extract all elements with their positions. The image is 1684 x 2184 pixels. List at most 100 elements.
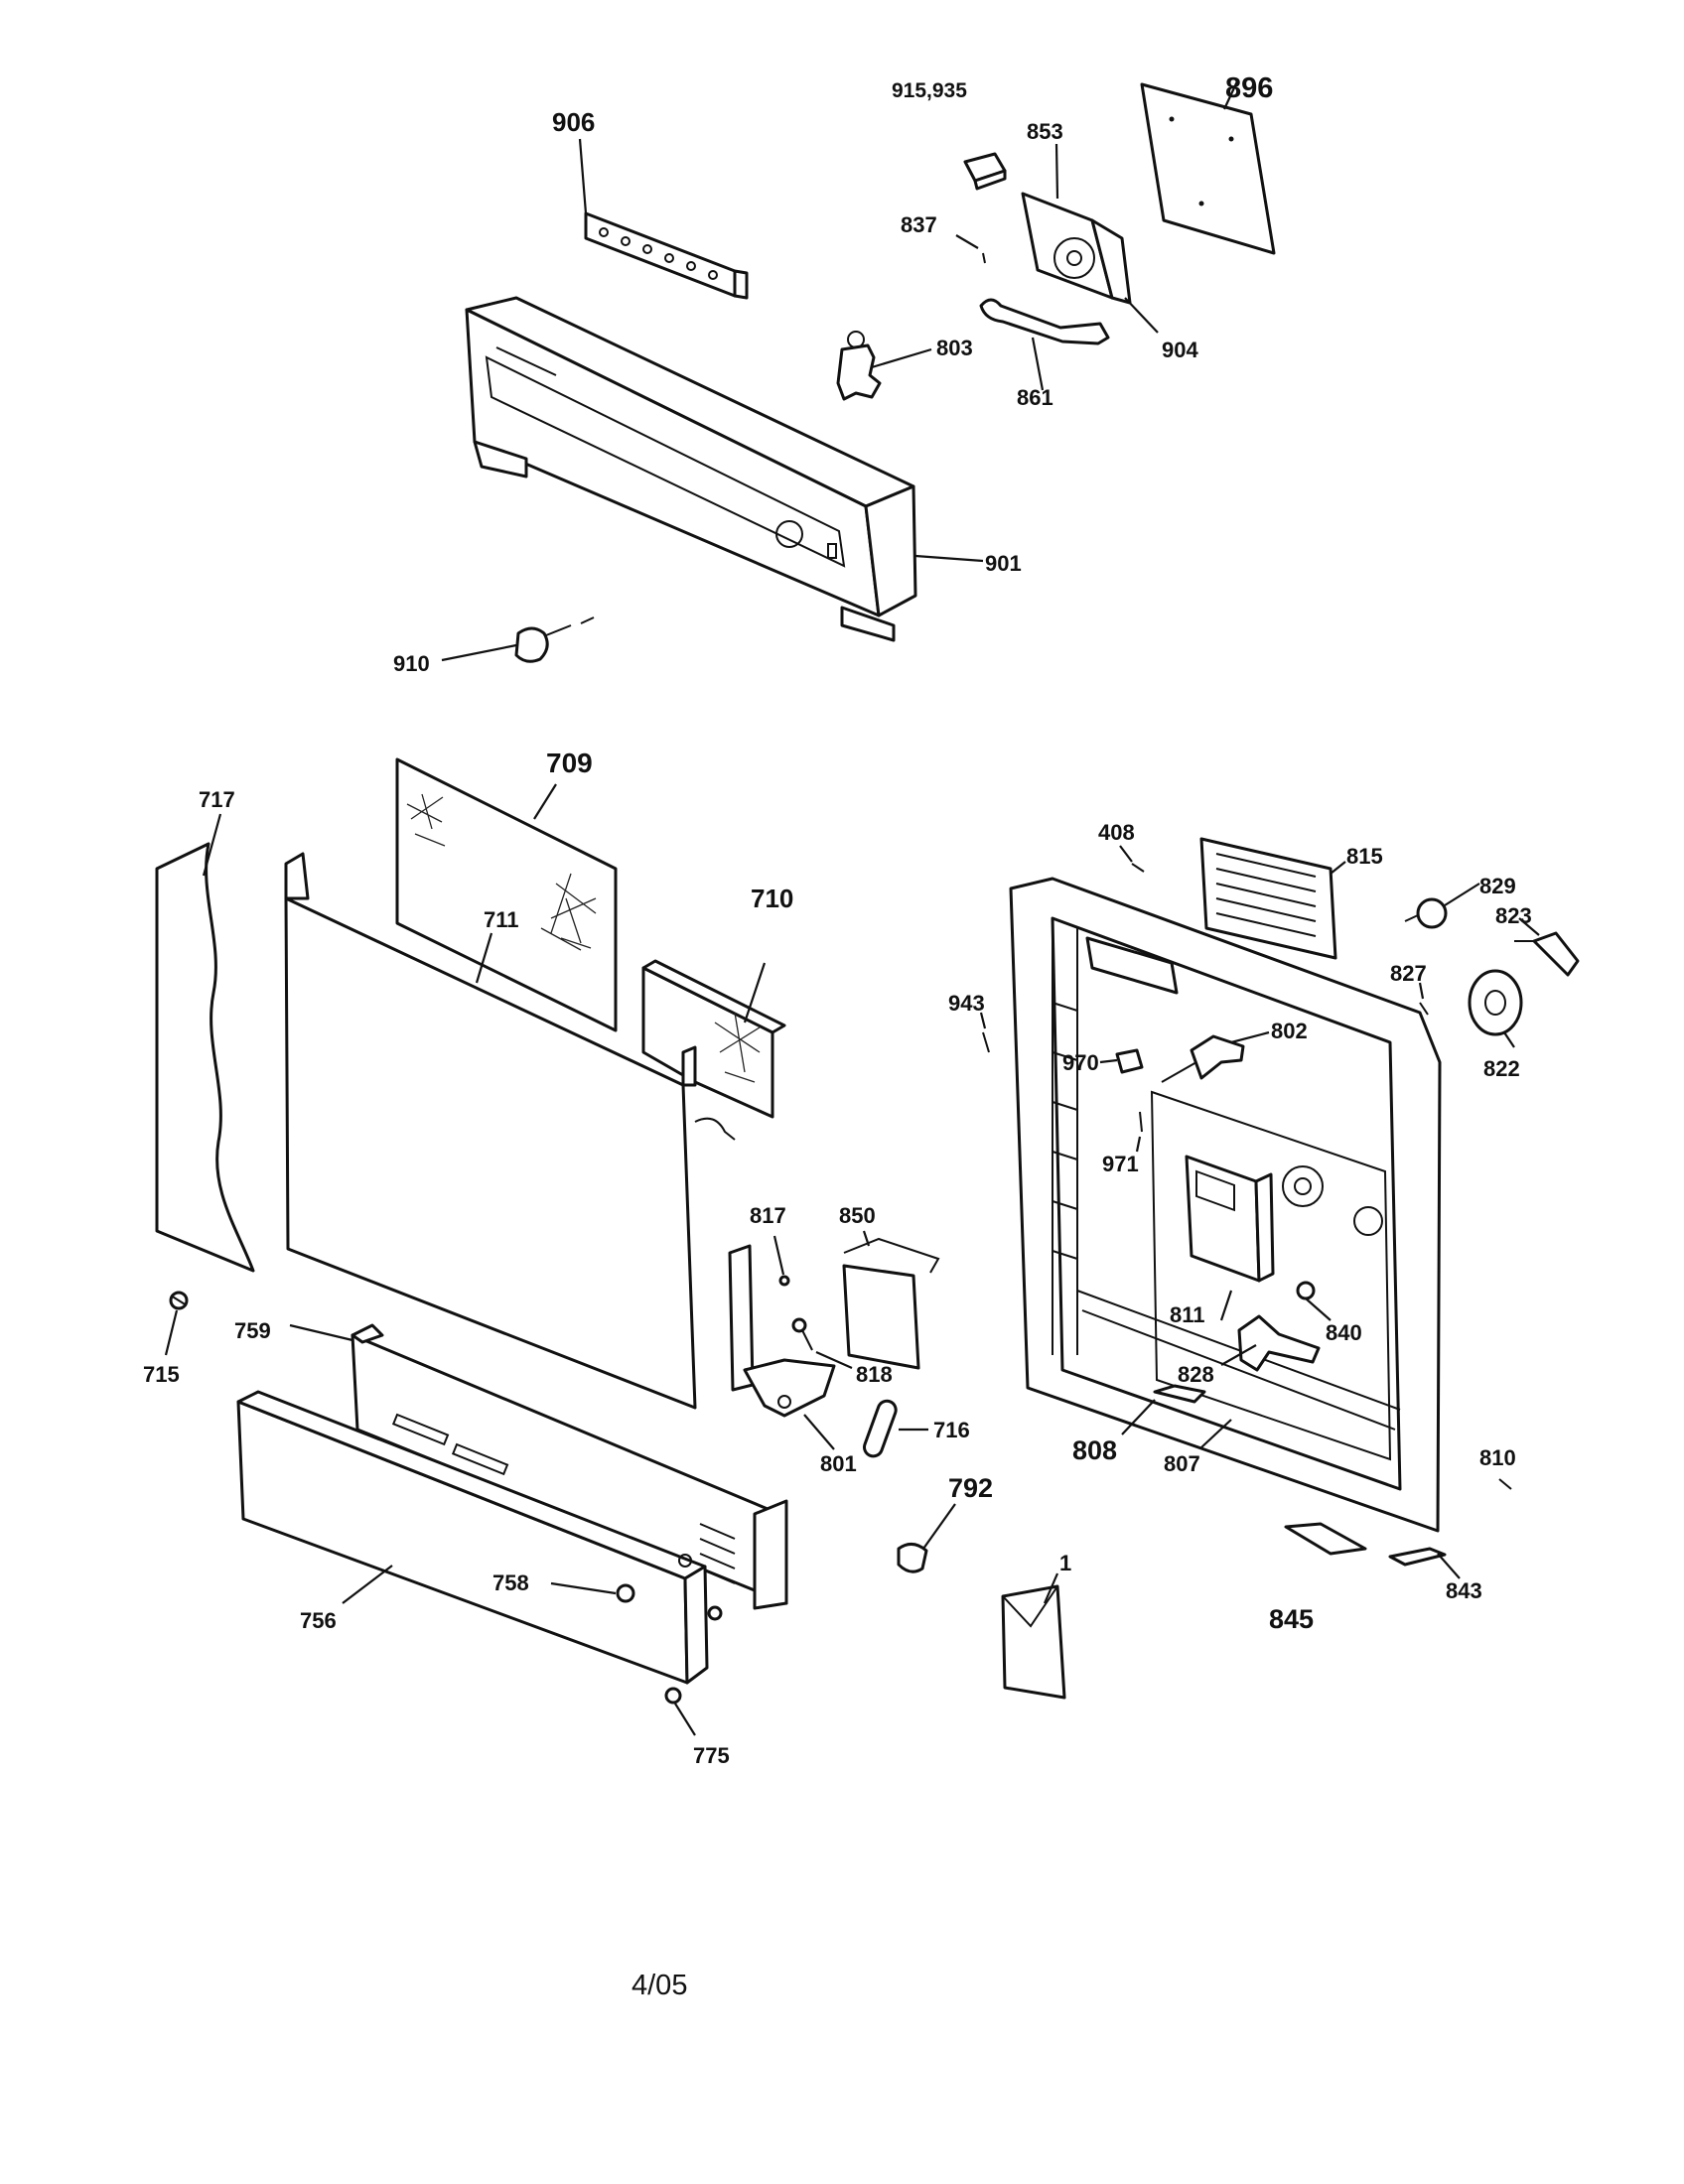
part-827-screw [1419,1002,1429,1016]
part-717-strip [155,842,255,1273]
leader-828 [1220,1344,1257,1366]
part-759-bracket [351,1323,788,1610]
part-904-timer [1021,192,1132,305]
leader-904 [1124,297,1159,334]
part-815-vent [1199,837,1337,960]
part-910-knob [514,616,595,663]
leader-802 [1230,1030,1270,1044]
part-943-screw [982,1031,990,1053]
leader-970 [1099,1058,1118,1064]
leader-901 [914,554,984,563]
label-971: 971 [1102,1152,1139,1176]
part-408-screw [1131,863,1145,873]
leader-971 [1135,1136,1142,1153]
label-822: 822 [1483,1056,1520,1081]
leader-801 [803,1414,835,1450]
label-853: 853 [1027,119,1063,144]
label-910: 910 [393,651,430,676]
part-inner-door [1009,877,1442,1533]
leader-815 [1330,861,1346,875]
part-970-block [1115,1048,1144,1074]
label-904: 904 [1162,338,1198,362]
label-759: 759 [234,1318,271,1343]
part-843-seal [1388,1547,1447,1567]
part-810-screw [1498,1478,1512,1490]
label-827: 827 [1390,961,1427,986]
leader-823 [1518,917,1540,936]
label-828: 828 [1178,1362,1214,1387]
part-792-cap [897,1543,928,1573]
part-803-valve [836,331,882,401]
label-901: 901 [985,551,1022,576]
label-845: 845 [1269,1604,1314,1634]
leader-943 [979,1012,987,1029]
part-802-latch [1161,1034,1245,1083]
label-811: 811 [1170,1302,1205,1327]
label-823: 823 [1495,903,1532,928]
label-1: 1 [1059,1551,1071,1575]
part-861-linkage [979,298,1110,345]
leader-758 [550,1581,617,1595]
label-408: 408 [1098,820,1135,845]
label-817: 817 [750,1203,786,1228]
part-822-dial [1468,969,1523,1036]
part-711-door-panel [284,852,736,1410]
part-716-pin [863,1399,898,1458]
leader-792 [922,1503,956,1550]
leader-850 [862,1230,871,1247]
label-906: 906 [552,107,595,137]
part-837-pin [982,252,986,264]
label-715: 715 [143,1362,180,1387]
footer-date: 4/05 [632,1970,688,2001]
part-710-insulation [641,959,786,1119]
part-845-strip [1284,1522,1367,1556]
leader-803 [871,347,932,369]
label-808: 808 [1072,1435,1117,1465]
leader-896 [1223,80,1238,110]
leader-853 [1054,143,1059,200]
label-837: 837 [901,212,937,237]
label-970: 970 [1062,1050,1099,1075]
part-709-insulation [395,757,618,1032]
label-709: 709 [546,748,593,778]
leader-906 [578,138,588,214]
part-971-pin [1139,1111,1143,1133]
part-775-screw [664,1605,723,1705]
label-807: 807 [1164,1451,1200,1476]
label-850: 850 [839,1203,876,1228]
label-943: 943 [948,991,985,1016]
label-792: 792 [948,1473,993,1503]
leader-715 [164,1309,179,1356]
leader-818 [815,1350,853,1370]
part-829-knob [1404,897,1448,929]
part-823-shaft [1514,931,1580,977]
part-817-screw [778,1275,790,1287]
leader-709 [533,783,557,820]
leader-910 [441,643,517,662]
leader-843 [1437,1553,1461,1579]
leader-808 [1121,1399,1156,1435]
label-717: 717 [199,787,235,812]
label-896: 896 [1225,72,1273,104]
part-801-hinge [728,1244,836,1418]
leader-829 [1444,883,1480,906]
part-906-switch-bar [584,211,749,300]
leader-408 [1119,845,1133,863]
label-802: 802 [1271,1019,1308,1043]
label-758: 758 [492,1570,529,1595]
label-775: 775 [693,1743,730,1768]
leader-775 [674,1703,696,1736]
part-758-clip [616,1583,635,1603]
part-756-kickplate [236,1390,709,1685]
leader-822 [1503,1031,1515,1048]
leader-840 [1305,1297,1332,1321]
part-850-plate [842,1237,940,1370]
leader-817 [772,1235,785,1276]
label-801: 801 [820,1451,857,1476]
leader-827 [1418,982,1425,1000]
label-756: 756 [300,1608,337,1633]
part-915-935-block [963,152,1007,191]
label-843: 843 [1446,1578,1482,1603]
